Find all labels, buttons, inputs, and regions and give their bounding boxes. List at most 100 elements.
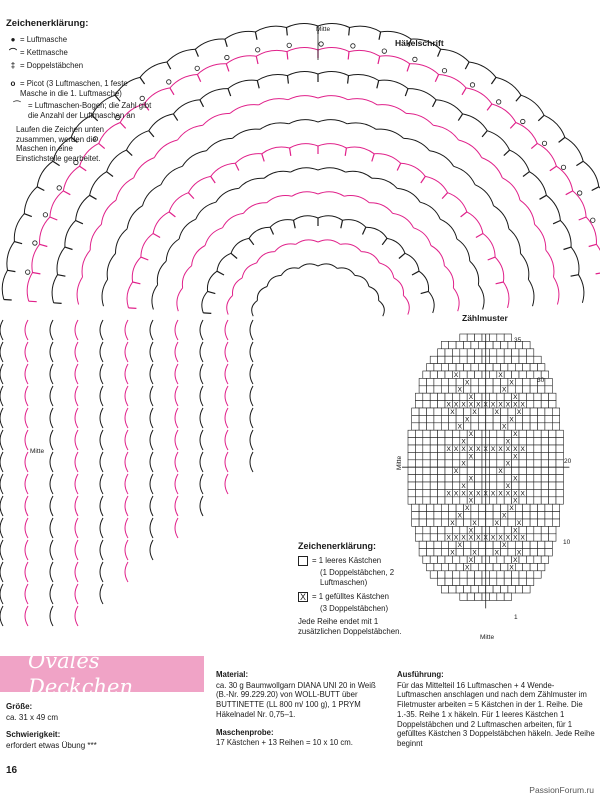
grid-cell (544, 503, 553, 512)
side-chain-arc (0, 407, 4, 429)
chain-arc (280, 267, 299, 276)
grid-cell (522, 518, 531, 527)
chain-arc (248, 226, 271, 239)
side-chain-arc (24, 429, 29, 451)
treble-stitch (563, 246, 572, 251)
treble-stitch (140, 256, 149, 261)
chain-arc (49, 190, 64, 218)
grid-cell (444, 429, 453, 438)
grid-cell (418, 422, 427, 431)
grid-cell (433, 378, 442, 387)
picot-mark (194, 65, 200, 71)
grid-cell (544, 540, 553, 549)
chain-arc (347, 122, 377, 130)
grid-cell (437, 533, 446, 542)
treble-stitch (437, 48, 442, 57)
filled-cell-mark: X (509, 505, 514, 512)
chain-arc (440, 48, 470, 63)
chain-arc (482, 233, 496, 258)
chain-arc (368, 286, 380, 301)
chain-arc (348, 73, 379, 81)
side-chain-arc (49, 363, 54, 385)
grid-cell (503, 592, 512, 601)
side-chain-arc (249, 407, 254, 429)
chain-arc (100, 199, 117, 225)
grid-cell (429, 496, 438, 505)
filled-cell-mark: X (521, 535, 526, 542)
grid-cell (426, 540, 435, 549)
grid-cell (500, 341, 509, 350)
side-chain-arc (224, 429, 229, 451)
side-chain-arc (99, 363, 104, 385)
treble-stitch (196, 74, 202, 82)
grid-cell (537, 548, 546, 557)
grid-cell (478, 503, 487, 512)
grid-center-side: Mitte (396, 455, 403, 470)
grid-cell (522, 563, 531, 572)
filled-cell-mark: X (506, 439, 511, 446)
side-chain-arc (149, 341, 154, 363)
grid-cell (515, 378, 524, 387)
chain-arc (238, 177, 265, 189)
chain-arc (317, 119, 348, 125)
chain-arc (293, 215, 319, 221)
side-chain-arc (249, 341, 254, 363)
treble-stitch (340, 220, 344, 229)
grid-cell (492, 563, 501, 572)
grid-cell (522, 407, 531, 416)
filled-cell-mark: X (469, 402, 474, 409)
treble-stitch (125, 149, 133, 157)
chain-arc (229, 104, 259, 114)
instructions-heading: Ausführung: (397, 670, 444, 679)
chain-arc (545, 249, 555, 278)
grid-cell (415, 444, 424, 453)
filled-cell-mark: X (509, 564, 514, 571)
treble-stitch (503, 149, 511, 157)
chain-arc (222, 212, 244, 229)
size-value: ca. 31 x 49 cm (6, 713, 59, 722)
side-chain-arc (224, 407, 229, 429)
side-chain-arc (199, 341, 204, 363)
filled-cell-mark: X (513, 431, 518, 438)
grid-cell (440, 422, 449, 431)
side-chain-arc (74, 605, 79, 627)
chain-arc (340, 243, 362, 252)
chain-arc (596, 243, 600, 251)
grid-cell (470, 415, 479, 424)
chain-arc (168, 192, 189, 213)
chain-arc (572, 190, 587, 218)
chain-arc (176, 287, 183, 312)
treble-stitch (14, 241, 23, 245)
picot-mark (577, 190, 583, 196)
grid-cell (444, 577, 453, 586)
filled-cell-mark: X (502, 513, 507, 520)
filled-cell-mark: X (509, 379, 514, 386)
chain-arc (553, 276, 560, 305)
chain-arc (242, 202, 267, 214)
treble-stitch (248, 238, 255, 246)
grid-cell (463, 518, 472, 527)
grid-cell (429, 555, 438, 564)
grid-cell (496, 555, 505, 564)
chain-arc (215, 187, 239, 203)
side-chain-arc (49, 385, 54, 407)
grid-cell (448, 341, 457, 350)
chain-arc (347, 98, 378, 106)
grid-cell (522, 363, 531, 372)
filled-cell-mark: X (498, 446, 503, 453)
treble-stitch (552, 219, 561, 225)
treble-stitch (143, 103, 150, 111)
treble-stitch (348, 27, 351, 36)
filled-cell-mark: X (513, 476, 518, 483)
side-chain-arc (149, 385, 154, 407)
center-mark-left: Mitte (30, 448, 45, 455)
grid-cell (474, 496, 483, 505)
chain-arc (131, 256, 142, 283)
filled-cell-mark: X (469, 557, 474, 564)
treble-stitch (89, 194, 97, 200)
grid-cell (489, 555, 498, 564)
grid-row-label: 30 (537, 377, 545, 384)
side-chain-arc (49, 407, 54, 429)
treble-stitch (461, 87, 467, 96)
chain-arc (570, 246, 580, 275)
